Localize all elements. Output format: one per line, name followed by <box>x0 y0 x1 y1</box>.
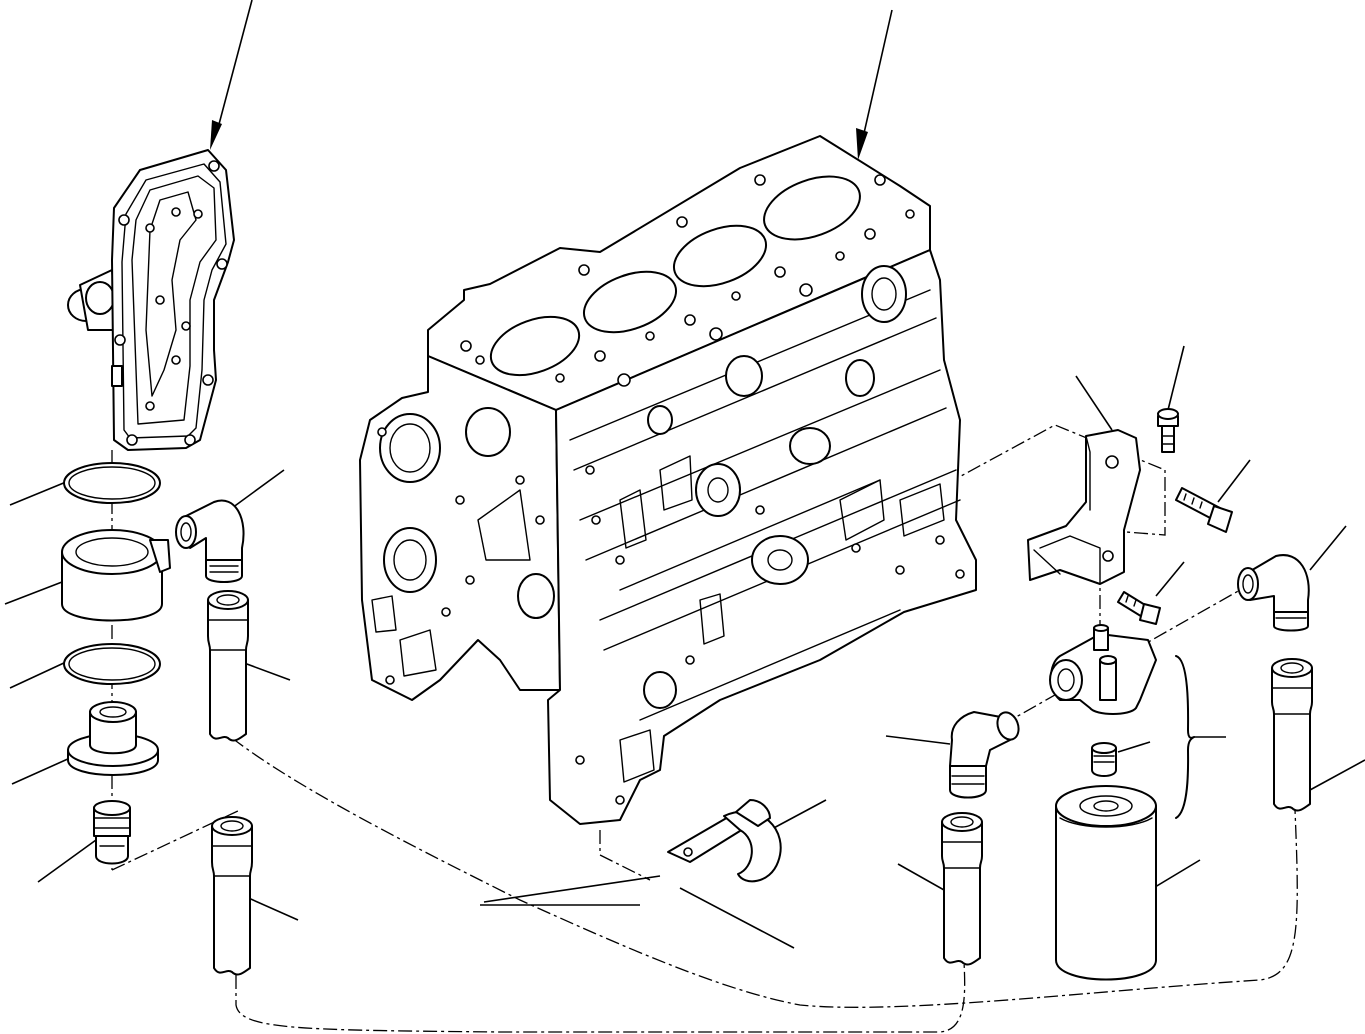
cylinder-block <box>359 135 977 825</box>
filter-assembly-brace <box>1175 655 1195 819</box>
hose-clamp-bracket <box>667 799 782 883</box>
hose-right <box>1271 658 1313 812</box>
elbow-fitting-center-right <box>949 711 1020 799</box>
hose-upper-left <box>207 590 249 742</box>
bolt-vertical <box>1157 408 1179 453</box>
arrow-head <box>210 120 222 150</box>
filter-nipple <box>1091 742 1117 777</box>
hose-center-right <box>941 812 983 966</box>
elbow-fitting-left <box>175 499 245 583</box>
oil-filter-cartridge <box>1055 785 1157 981</box>
elbow-fitting-right <box>1237 554 1310 632</box>
oil-filter-adapter-ring <box>61 529 171 622</box>
nipple-fitting <box>93 800 131 865</box>
o-ring-upper <box>63 462 161 504</box>
bolt-angled-upper <box>1175 487 1233 533</box>
adapter-flange <box>67 701 159 776</box>
bolt-angled-lower <box>1117 591 1161 625</box>
hose-lower-left <box>211 816 253 976</box>
arrow-head <box>856 128 868 160</box>
o-ring-lower <box>63 643 161 685</box>
oil-filter-head <box>1049 624 1157 715</box>
leader-lines <box>4 0 1365 949</box>
oil-cooler-cover <box>67 149 235 451</box>
filter-head-bracket <box>1027 429 1141 585</box>
